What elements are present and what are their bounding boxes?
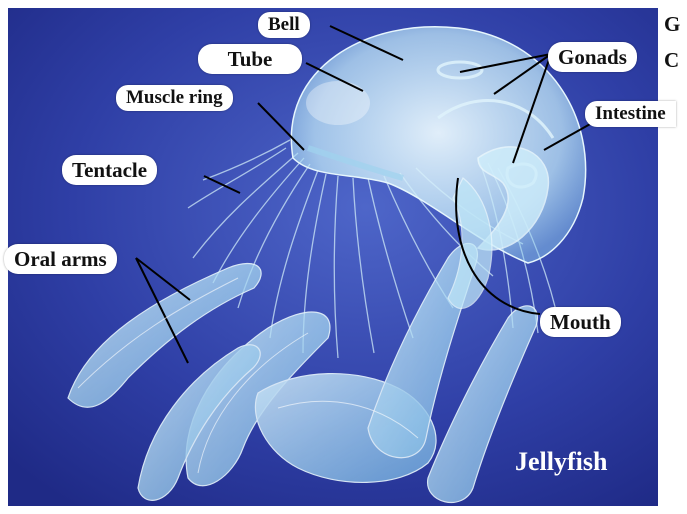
- label-gonads: Gonads: [548, 42, 637, 72]
- label-mouth: Mouth: [540, 307, 621, 337]
- side-text-line-2: C: [664, 48, 679, 73]
- side-text-line-1: G: [664, 12, 680, 37]
- label-intestine: Intestine: [585, 101, 676, 127]
- label-oral-arms: Oral arms: [4, 244, 117, 274]
- label-bell: Bell: [258, 12, 310, 38]
- label-tentacle: Tentacle: [62, 155, 157, 185]
- label-muscle-ring: Muscle ring: [116, 85, 233, 111]
- diagram-caption: Jellyfish: [515, 447, 607, 477]
- label-tube: Tube: [198, 44, 302, 74]
